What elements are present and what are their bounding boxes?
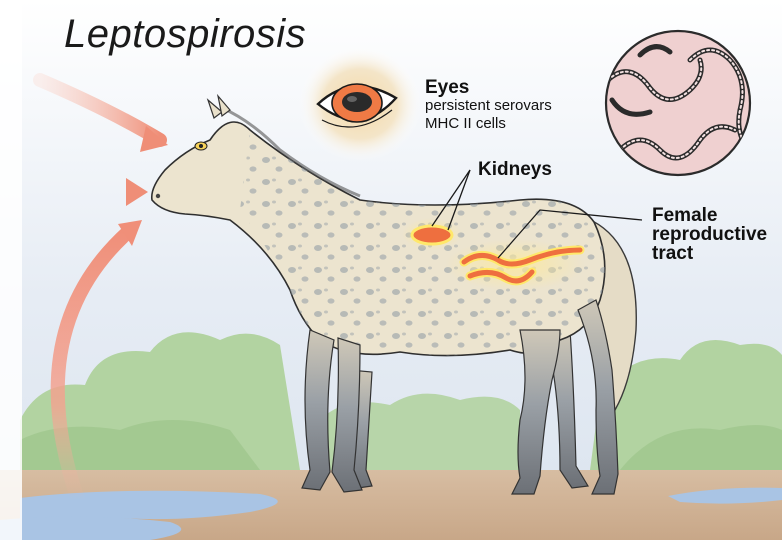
repro-label-line1: Female	[652, 206, 777, 225]
eyes-detail-serovars: persistent serovars	[425, 97, 552, 115]
kidneys-organ	[402, 218, 462, 250]
kidneys-label: Kidneys	[478, 160, 552, 179]
page-title: Leptospirosis	[64, 12, 306, 57]
reproductive-tract-label-block: Female reproductive tract	[652, 206, 777, 263]
repro-label-line3: tract	[652, 244, 777, 263]
eyes-label: Eyes	[425, 78, 552, 97]
bacteria-closeup-icon	[606, 31, 750, 175]
reproductive-tract-organ	[445, 239, 585, 291]
eyes-label-block: Eyes persistent serovars MHC II cells	[425, 78, 552, 133]
repro-label-line2: reproductive	[652, 225, 777, 244]
eyes-detail-mhc: MHC II cells	[425, 115, 552, 133]
